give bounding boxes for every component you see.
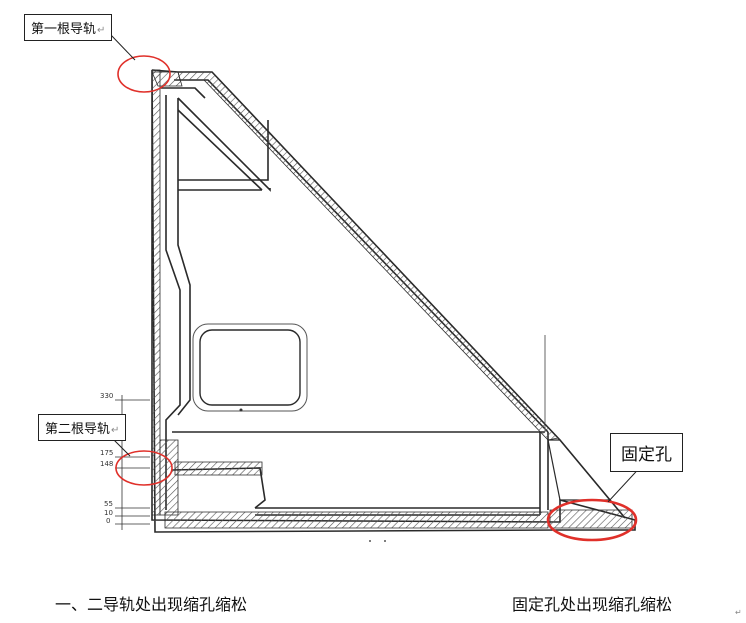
fixing-hole-wedge (547, 439, 612, 501)
left-caption: 一、二导轨处出现缩孔缩松 (55, 595, 248, 614)
dim-148: 148 (100, 460, 113, 468)
dim-330: 330 (100, 392, 113, 400)
dimension-labels: 330 175 148 55 10 0 (100, 392, 113, 525)
dim-55: 55 (104, 500, 113, 508)
rail1-callout: 第一根导轨↵ (24, 14, 113, 41)
return-mark: ↵ (111, 425, 120, 436)
right-caption: 固定孔处出现缩孔缩松 (512, 595, 673, 614)
fixing-hole-callout-text: 固定孔 (621, 445, 672, 465)
dim-10: 10 (104, 509, 113, 517)
fixing-hole-callout: 固定孔 (610, 433, 683, 472)
defect-highlights (115, 55, 638, 542)
stray-mark-2 (384, 540, 386, 542)
rail2-callout-text: 第二根导轨 (45, 422, 111, 437)
window-cutout (199, 329, 301, 406)
window-cutout-outer (192, 323, 308, 412)
hatched-sections (151, 69, 633, 529)
hole-defect-ellipse (546, 498, 638, 542)
return-mark: ↵ (97, 25, 106, 36)
caption-return-mark: ↵ (735, 608, 742, 617)
rail2-defect-ellipse (115, 450, 173, 486)
rail1-defect-ellipse (117, 55, 171, 93)
stray-mark-1 (369, 540, 371, 542)
rail2-callout: 第二根导轨↵ (38, 414, 127, 441)
dim-175: 175 (100, 449, 113, 457)
center-dot (239, 408, 243, 412)
dim-0: 0 (106, 517, 110, 525)
rail1-callout-text: 第一根导轨 (31, 22, 97, 37)
